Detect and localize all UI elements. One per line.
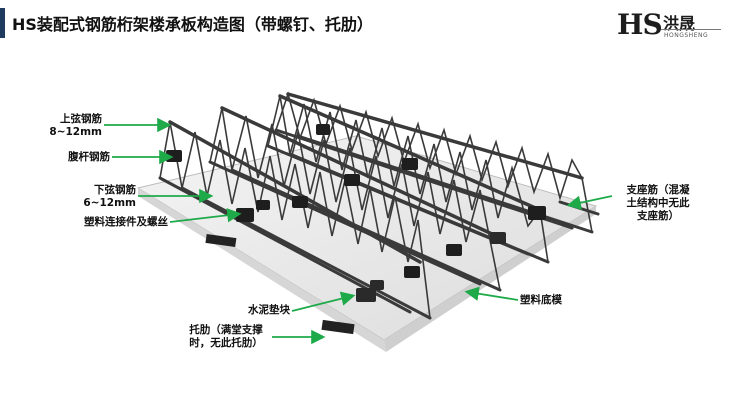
label-support-bar-line1: 支座筋（混凝	[626, 184, 690, 196]
label-rib-line1: 托肋（满堂支撑	[189, 324, 263, 336]
label-support-bar: 支座筋（混凝 土结构中无此 支座筋）	[614, 184, 702, 223]
steel-trusses	[158, 91, 600, 320]
support-ribs	[205, 233, 355, 335]
label-plastic-connector: 塑料连接件及螺丝	[84, 216, 168, 228]
label-plastic-formwork: 塑料底模	[520, 294, 562, 306]
label-top-chord-name: 上弦钢筋	[60, 113, 102, 125]
label-bottom-chord-name: 下弦钢筋	[94, 184, 136, 196]
label-rib-line2: 时，无此托肋）	[189, 337, 263, 349]
callout-arrows	[104, 117, 613, 345]
label-top-chord: 上弦钢筋 8~12mm	[18, 113, 102, 139]
title-accent-bar	[0, 8, 5, 38]
label-web-bar: 腹杆钢筋	[68, 151, 110, 163]
brand-logo: HS 洪晟 HONGSHENG	[617, 8, 727, 46]
label-mortar-block: 水泥垫块	[248, 304, 290, 316]
label-bottom-chord-size: 6~12mm	[83, 197, 136, 209]
label-bottom-chord: 下弦钢筋 6~12mm	[46, 184, 136, 210]
plastic-connectors	[166, 124, 546, 278]
label-top-chord-size: 8~12mm	[49, 126, 102, 138]
label-support-bar-line3: 支座筋）	[637, 210, 679, 222]
logo-chinese-name: 洪晟	[663, 14, 696, 33]
page-title: HS装配式钢筋桁架楼承板构造图（带螺钉、托肋）	[12, 15, 373, 34]
label-rib: 托肋（满堂支撑 时，无此托肋）	[180, 324, 272, 350]
logo-english-name: HONGSHENG	[664, 32, 709, 39]
logo-mark: HS	[617, 8, 663, 41]
label-support-bar-line2: 土结构中无此	[626, 197, 690, 209]
mortar-blocks	[356, 232, 506, 302]
title-bar: HS装配式钢筋桁架楼承板构造图（带螺钉、托肋）	[0, 8, 740, 38]
truss-2	[208, 106, 502, 292]
logo-divider	[661, 29, 721, 30]
